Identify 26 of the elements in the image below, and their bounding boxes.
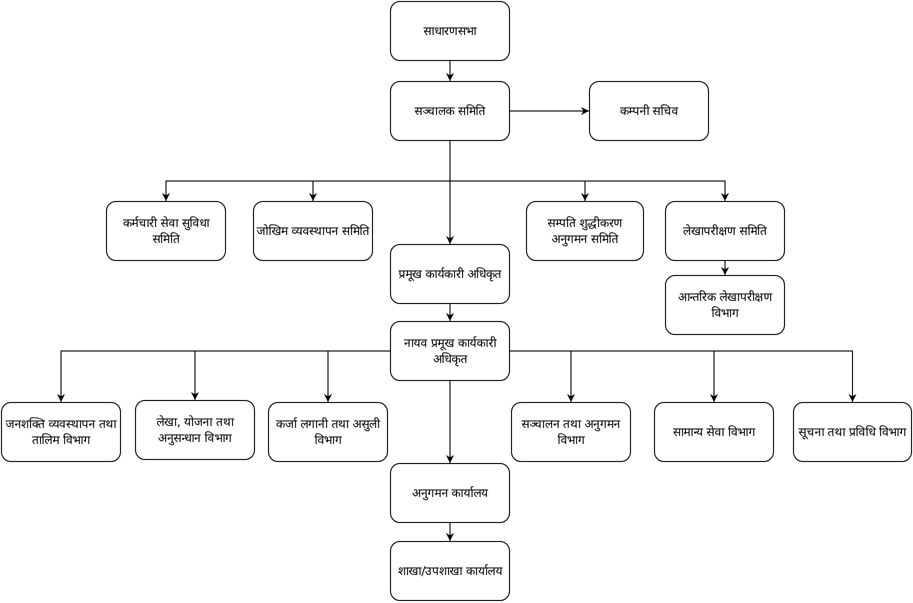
arrow bbox=[446, 380, 454, 464]
org-box: नायव प्रमूख कार्यकारी अधिकृत bbox=[390, 321, 510, 381]
arrow bbox=[446, 304, 454, 322]
org-box: सामान्य सेवा विभाग bbox=[654, 402, 774, 462]
arrow bbox=[446, 140, 454, 244]
org-box: लेखापरीक्षण समिति bbox=[665, 201, 785, 261]
arrow bbox=[721, 260, 729, 276]
org-box: जोखिम व्यवस्थापन समिति bbox=[253, 201, 373, 261]
org-box: अनुगमन कार्यालय bbox=[390, 463, 510, 523]
org-box: लेखा, योजना तथा अनुसन्धान विभाग bbox=[135, 400, 255, 460]
arrow bbox=[446, 60, 454, 82]
org-box: कम्पनी सचिव bbox=[589, 81, 709, 141]
org-box: सञ्चालन तथा अनुगमन विभाग bbox=[511, 402, 631, 462]
arrow bbox=[510, 107, 590, 115]
org-box: प्रमूख कार्यकारी अधिकृत bbox=[390, 244, 510, 304]
arrow bbox=[324, 350, 390, 402]
arrow bbox=[446, 522, 454, 542]
org-box: कर्जा लगानी तथा असुली विभाग bbox=[268, 402, 388, 462]
org-box: सञ्चालक समिति bbox=[390, 81, 510, 141]
org-box: आन्तरिक लेखापरीक्षण विभाग bbox=[665, 275, 785, 335]
org-box: जनशक्ति व्यवस्थापन तथा तालिम विभाग bbox=[1, 402, 121, 462]
org-box: साधारणसभा bbox=[390, 1, 510, 61]
org-box: सूचना तथा प्रविधि विभाग bbox=[793, 402, 912, 462]
org-box: शाखा/उपशाखा कार्यालय bbox=[390, 541, 510, 601]
org-box: कर्मचारी सेवा सुविधा समिति bbox=[106, 201, 226, 261]
org-box: सम्पति शुद्धीकरण अनुगमन समिति bbox=[526, 201, 644, 261]
